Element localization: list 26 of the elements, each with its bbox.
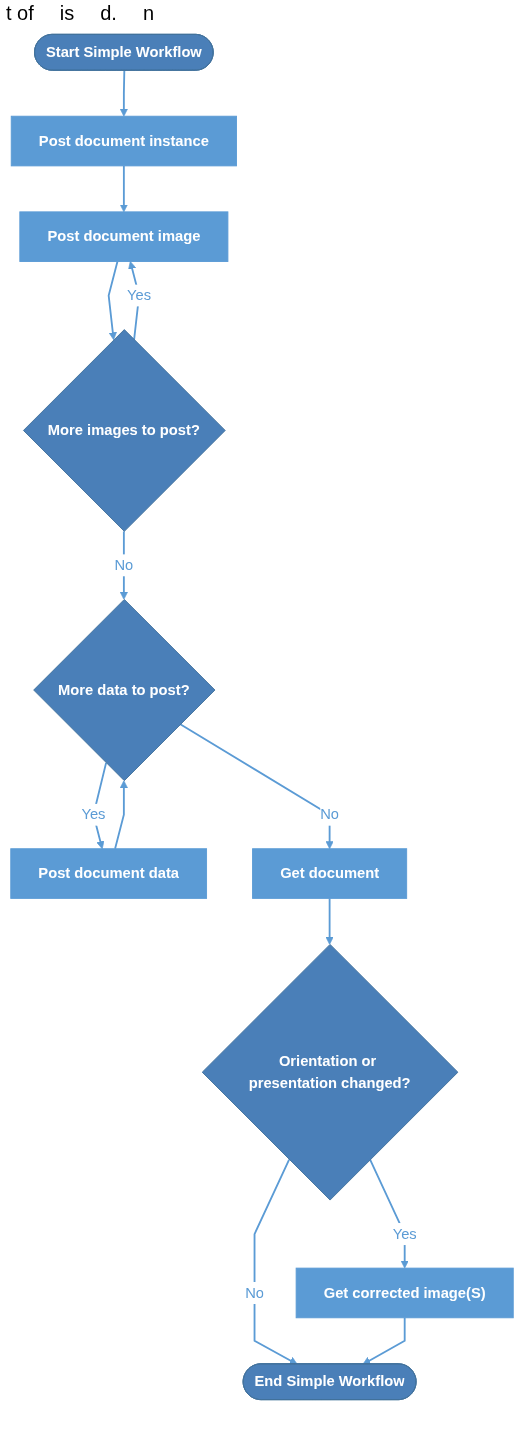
text-fragment: t of [6,2,34,25]
text-fragment: d. [100,2,117,25]
node-box: Get document [252,848,408,899]
node-diamond: Orientation or presentation changed? [201,943,459,1201]
arrow [114,780,128,850]
arrow [107,260,119,341]
arrow [119,69,128,117]
edge-label: Yes [127,287,152,303]
node-box: Post document instance [10,115,237,167]
node-diamond: More data to post? [33,598,216,782]
edge-label: No [245,1284,264,1301]
node-box: Get corrected image(S) [295,1267,514,1319]
node-box: Post document data [10,848,208,899]
edge-label: No [114,557,134,573]
edge-label: Yes [392,1225,417,1242]
edge-label: No [320,806,340,823]
arrow [253,1158,298,1365]
text-fragment: is [59,2,75,25]
node-box: Post document image [19,211,229,262]
arrow [325,897,334,945]
arrow [119,164,128,213]
edge-label: Yes [81,806,106,823]
text-fragment: n [142,2,155,25]
arrow [179,723,334,850]
arrow [362,1316,406,1365]
node-diamond: More images to post? [23,329,226,532]
